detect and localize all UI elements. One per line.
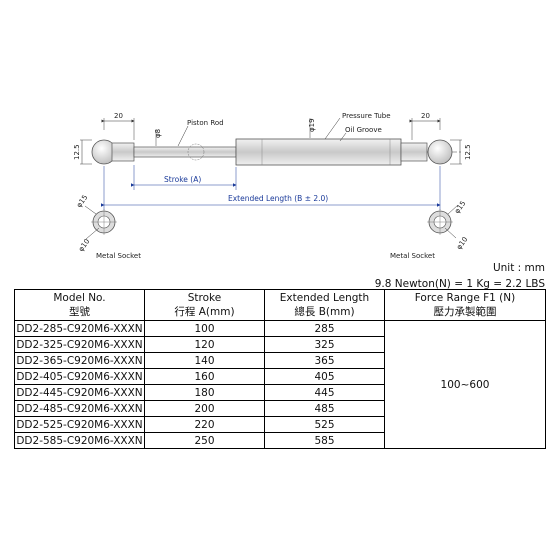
cell-model: DD2-325-C920M6-XXXN	[14, 336, 145, 353]
label-extended-length: Extended Length (B ± 2.0)	[228, 194, 328, 203]
cell-model: DD2-445-C920M6-XXXN	[14, 384, 145, 401]
table-row: DD2-445-C920M6-XXXN 180 445	[14, 384, 546, 401]
cell-model: DD2-585-C920M6-XXXN	[14, 432, 145, 449]
label-stroke: Stroke (A)	[164, 175, 201, 184]
cell-stroke: 200	[144, 400, 265, 417]
header-force: Force Range F1 (N) 壓力承製範圍	[384, 289, 546, 321]
header-length-en: Extended Length	[279, 292, 370, 304]
label-metal-socket-left: Metal Socket	[96, 252, 141, 260]
cell-model: DD2-485-C920M6-XXXN	[14, 400, 145, 417]
cell-force-range: 100~600	[384, 320, 546, 449]
dim-phi8: φ8	[154, 129, 162, 138]
cell-model: DD2-405-C920M6-XXXN	[14, 368, 145, 385]
header-force-en: Force Range F1 (N)	[414, 292, 516, 304]
cell-length: 485	[264, 400, 385, 417]
cell-stroke: 160	[144, 368, 265, 385]
cell-length: 325	[264, 336, 385, 353]
cell-length: 365	[264, 352, 385, 369]
header-stroke-zh: 行程 A(mm)	[174, 306, 235, 318]
dim-phi19: φ19	[308, 118, 316, 132]
pressure-tube	[235, 138, 402, 166]
left-ball-end	[91, 118, 135, 165]
cell-stroke: 100	[144, 320, 265, 337]
dim-right-20: 20	[421, 112, 430, 120]
dim-right-phi10: φ10	[455, 235, 469, 251]
cell-length: 525	[264, 416, 385, 433]
dim-right-phi15: φ15	[453, 199, 467, 215]
header-length: Extended Length 總長 B(mm)	[264, 289, 385, 321]
right-ball-end	[400, 118, 453, 165]
cell-length: 405	[264, 368, 385, 385]
cell-stroke: 140	[144, 352, 265, 369]
cell-model: DD2-365-C920M6-XXXN	[14, 352, 145, 369]
conversion-note: 9.8 Newton(N) = 1 Kg = 2.2 LBS	[374, 278, 545, 290]
header-force-zh: 壓力承製範圍	[433, 306, 497, 318]
dim-right-12-5: 12.5	[464, 144, 472, 160]
label-pressure-tube: Pressure Tube	[342, 112, 391, 120]
header-stroke: Stroke 行程 A(mm)	[144, 289, 265, 321]
dim-left-20: 20	[114, 112, 123, 120]
table-row: DD2-285-C920M6-XXXN 100 285 100~600	[14, 320, 546, 449]
header-length-zh: 總長 B(mm)	[294, 306, 355, 318]
table-row: DD2-585-C920M6-XXXN 250 585	[14, 432, 546, 449]
header-model-zh: 型號	[69, 306, 90, 318]
cell-stroke: 180	[144, 384, 265, 401]
cell-length: 285	[264, 320, 385, 337]
table-header-row: Model No. 型號 Stroke 行程 A(mm) Extended Le…	[14, 289, 546, 321]
cell-stroke: 220	[144, 416, 265, 433]
label-piston-rod: Piston Rod	[187, 119, 224, 127]
dim-left-phi15: φ15	[75, 193, 89, 209]
piston-rod	[133, 146, 237, 158]
left-socket-detail	[84, 205, 117, 240]
cell-model: DD2-525-C920M6-XXXN	[14, 416, 145, 433]
cell-stroke: 250	[144, 432, 265, 449]
label-oil-groove: Oil Groove	[345, 126, 382, 134]
label-metal-socket-right: Metal Socket	[390, 252, 435, 260]
cell-model: DD2-285-C920M6-XXXN	[14, 320, 145, 337]
cell-stroke: 120	[144, 336, 265, 353]
header-model: Model No. 型號	[14, 289, 145, 321]
unit-note: Unit : mm	[492, 262, 545, 274]
header-stroke-en: Stroke	[187, 292, 222, 304]
spec-table: Model No. 型號 Stroke 行程 A(mm) Extended Le…	[14, 289, 546, 449]
cell-length: 585	[264, 432, 385, 449]
cell-length: 445	[264, 384, 385, 401]
gas-spring-drawing: 20 12.5 φ8 Piston Rod φ19 Pressure Tube …	[73, 112, 472, 260]
right-socket-detail	[427, 204, 459, 239]
table-row: DD2-325-C920M6-XXXN 120 325	[14, 336, 546, 353]
dim-left-12-5: 12.5	[73, 144, 81, 160]
table-row: DD2-365-C920M6-XXXN 140 365	[14, 352, 546, 369]
header-model-en: Model No.	[53, 292, 106, 304]
dim-left-phi10: φ10	[77, 237, 91, 253]
